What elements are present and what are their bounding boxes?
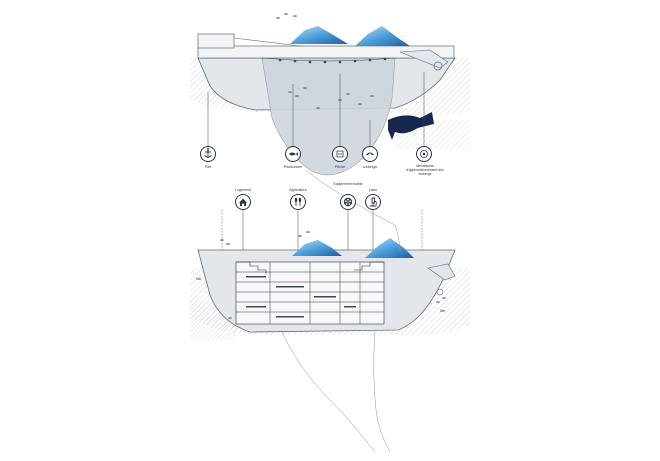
top-section: Port Pisciculture Pêche Icebergs Mécanis… xyxy=(190,13,470,226)
label-mer-left: Mer xyxy=(196,277,202,281)
bottom-section: Logement Agriculture Équipement mobile L… xyxy=(190,182,470,453)
bottom-iceberg-right xyxy=(365,238,414,258)
label-labo: Labo xyxy=(369,188,377,192)
interior-decks xyxy=(235,261,385,325)
label-iceberg-supply: Mécanisme d'approvisionnement des iceber… xyxy=(406,164,444,176)
label-agriculture: Agriculture xyxy=(289,188,306,192)
bottom-iceberg-left xyxy=(292,240,342,256)
label-equipment-wrap: Équipement mobile xyxy=(333,182,363,186)
microscope-icon xyxy=(365,194,381,210)
top-iceberg-right xyxy=(355,26,410,46)
equipment-icon xyxy=(340,194,356,210)
iceberg-supply-icon xyxy=(416,146,432,162)
label-port: Port xyxy=(205,165,212,169)
top-iceberg-left xyxy=(290,26,348,44)
top-deck xyxy=(197,45,455,59)
label-peche: Pêche xyxy=(335,165,345,169)
fish-icon xyxy=(285,146,301,162)
house-icon xyxy=(235,194,251,210)
whale-silhouette xyxy=(388,112,434,140)
whale-watch-icon xyxy=(362,146,378,162)
top-leader-lines xyxy=(207,72,425,146)
label-equipment: Équipement mobile xyxy=(333,182,363,186)
label-iceberg-supply-wrap: Mécanisme d'approvisionnement des iceber… xyxy=(406,164,444,176)
label-mer-right: Mer xyxy=(440,309,446,313)
top-keel xyxy=(261,57,396,176)
top-superstructure xyxy=(197,33,235,49)
keel-curve-left xyxy=(281,331,376,453)
label-logement: Logement xyxy=(235,188,251,192)
fish-hand-icon xyxy=(332,146,348,162)
label-icebergs: Icebergs xyxy=(363,165,377,169)
agriculture-icon xyxy=(290,194,306,210)
bottom-fish xyxy=(220,231,446,319)
anchor-icon xyxy=(200,146,216,162)
keel-curve-right xyxy=(373,331,391,453)
top-buoys xyxy=(278,57,387,64)
label-pisciculture: Pisciculture xyxy=(284,165,302,169)
